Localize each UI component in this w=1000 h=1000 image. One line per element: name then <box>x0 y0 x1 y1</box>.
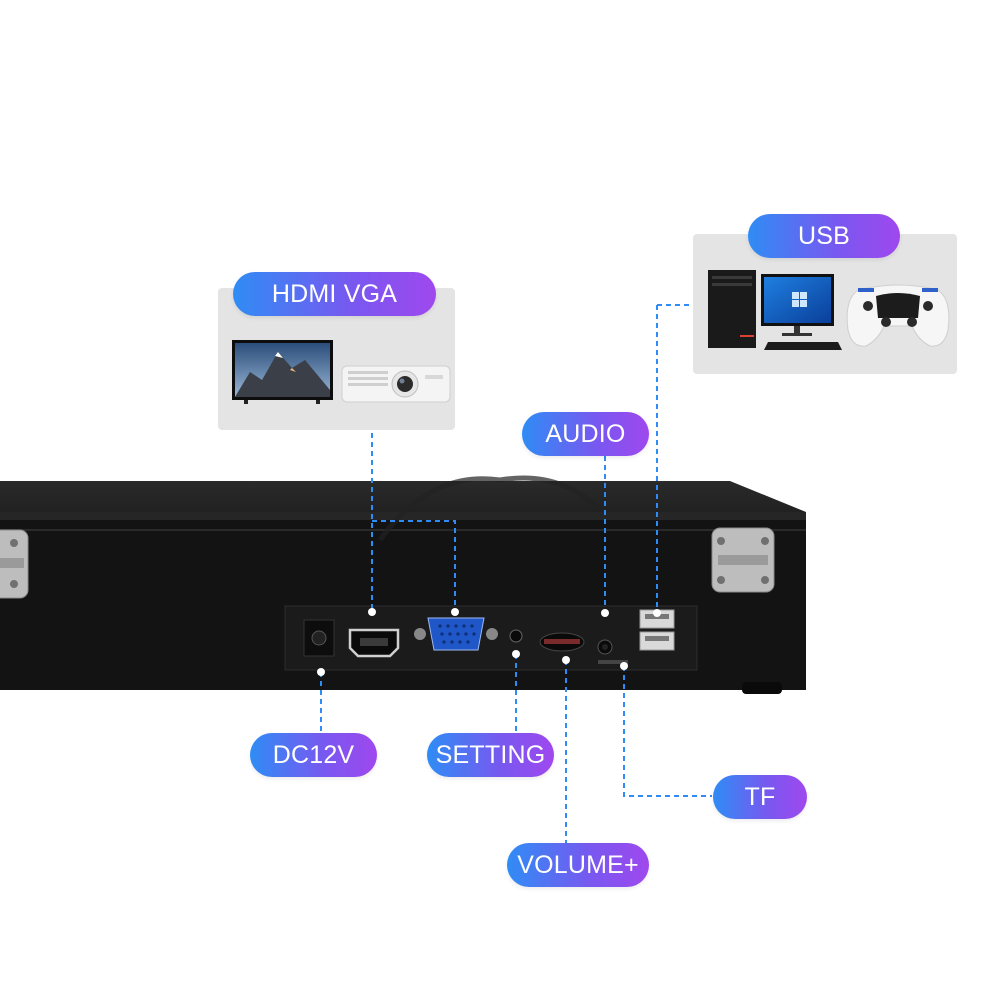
port-panel <box>284 605 698 671</box>
setting-label: SETTING <box>427 733 554 777</box>
usb-label: USB <box>748 214 900 258</box>
volume-label: VOLUME+ <box>507 843 649 887</box>
audio-label: AUDIO <box>522 412 649 456</box>
usb-ports <box>639 609 675 651</box>
dc12v-label: DC12V <box>250 733 377 777</box>
tf-label: TF <box>713 775 807 819</box>
monitor-icon <box>761 274 834 336</box>
volume-knob <box>539 632 585 652</box>
audio-jack <box>597 639 613 655</box>
gamepad-icon <box>846 284 950 347</box>
setting-button <box>509 629 523 643</box>
left-hinge <box>0 529 29 599</box>
keyboard-icon <box>764 342 842 350</box>
pc-tower-icon <box>708 270 756 348</box>
right-hinge <box>711 527 775 593</box>
projector-icon <box>341 365 451 403</box>
connector-lines <box>320 304 712 845</box>
hdmi-vga-label: HDMI VGA <box>233 272 436 316</box>
dc-jack <box>303 619 335 657</box>
hdmi-port <box>348 628 400 658</box>
vga-port <box>414 617 498 651</box>
connector-dots <box>317 608 661 676</box>
tf-slot <box>598 660 628 664</box>
tv-icon <box>232 340 333 404</box>
